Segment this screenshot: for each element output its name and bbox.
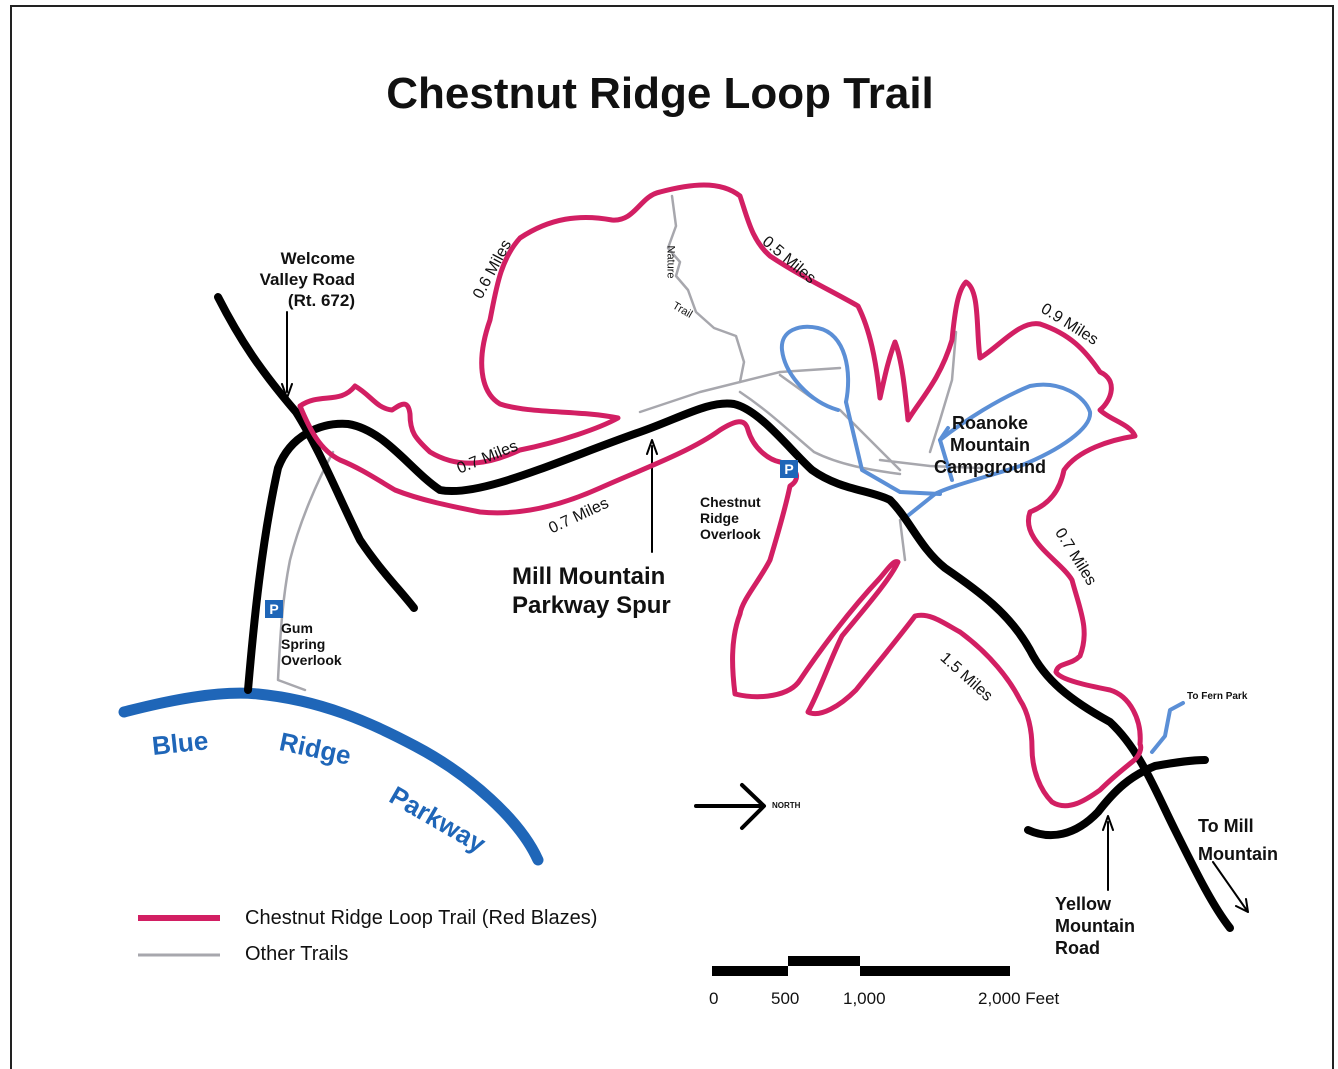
- welcome-valley-pointer: [281, 311, 293, 399]
- roads: [214, 293, 1249, 932]
- scale-tick-label: 500: [771, 989, 800, 1008]
- other-trail-nature: [666, 194, 746, 384]
- chestnut-ridge-loop-trail: [297, 182, 1144, 809]
- legend-other-trails-label: Other Trails: [245, 943, 349, 965]
- campground-trails: [779, 324, 1185, 754]
- other-trail-campground: [738, 330, 958, 562]
- other-trail-connector: [638, 366, 842, 414]
- loop-upper-west: [297, 182, 1143, 747]
- legend-loop-trail-label: Chestnut Ridge Loop Trail (Red Blazes): [245, 907, 598, 929]
- mill-mountain-pointer: [646, 439, 658, 553]
- loop-lower-west: [297, 403, 1144, 809]
- north-arrow-head: [740, 783, 766, 830]
- north-label: NORTH: [772, 801, 801, 810]
- chestnut-overlook-label: Chestnut Ridge Overlook: [700, 494, 761, 542]
- scale-tick-label: 0: [709, 989, 719, 1008]
- blue-fern-park: [1150, 701, 1185, 754]
- parking-gum-spring-letter: P: [269, 601, 278, 617]
- to-fern-park-label: To Fern Park: [1187, 691, 1248, 702]
- blue-loop-north: [779, 324, 851, 412]
- yellow-mountain-road: [1024, 756, 1209, 840]
- map-frame: [10, 5, 1334, 1069]
- yellow-mountain-road-label: Yellow Mountain Road: [1055, 894, 1135, 958]
- roanoke-campground-label: Roanoke Mountain Campground: [934, 413, 1046, 477]
- scale-bar: [712, 956, 1010, 976]
- mill-mountain-parkway-spur: [244, 399, 1234, 932]
- parking-chestnut-icon: P: [780, 460, 798, 478]
- to-mill-mountain-label: To Mill Mountain: [1198, 816, 1278, 864]
- gum-spring-overlook-label: Gum Spring Overlook: [281, 620, 342, 668]
- scale-tick-label: 2,000 Feet: [978, 989, 1060, 1008]
- nature-trail-label-1: Nature: [664, 245, 677, 279]
- parking-chestnut-letter: P: [784, 461, 793, 477]
- other-trail-gum-spring: [276, 450, 335, 692]
- blue-loop-campground: [903, 382, 1092, 520]
- blue-ridge-parkway: [118, 687, 544, 866]
- welcome-valley-road: [214, 293, 418, 612]
- scale-tick-label: 1,000: [843, 989, 886, 1008]
- parkway-word-blue: Blue: [150, 725, 210, 761]
- mill-mountain-spur-label: Mill Mountain Parkway Spur: [512, 563, 671, 619]
- blue-spur: [844, 400, 954, 496]
- mill-mountain-arrow: [1212, 861, 1249, 913]
- welcome-valley-road-label: Welcome Valley Road (Rt. 672): [259, 249, 355, 310]
- map-title: Chestnut Ridge Loop Trail: [386, 69, 934, 118]
- parking-gum-spring-icon: P: [265, 600, 283, 618]
- yellow-mountain-pointer: [1102, 815, 1114, 891]
